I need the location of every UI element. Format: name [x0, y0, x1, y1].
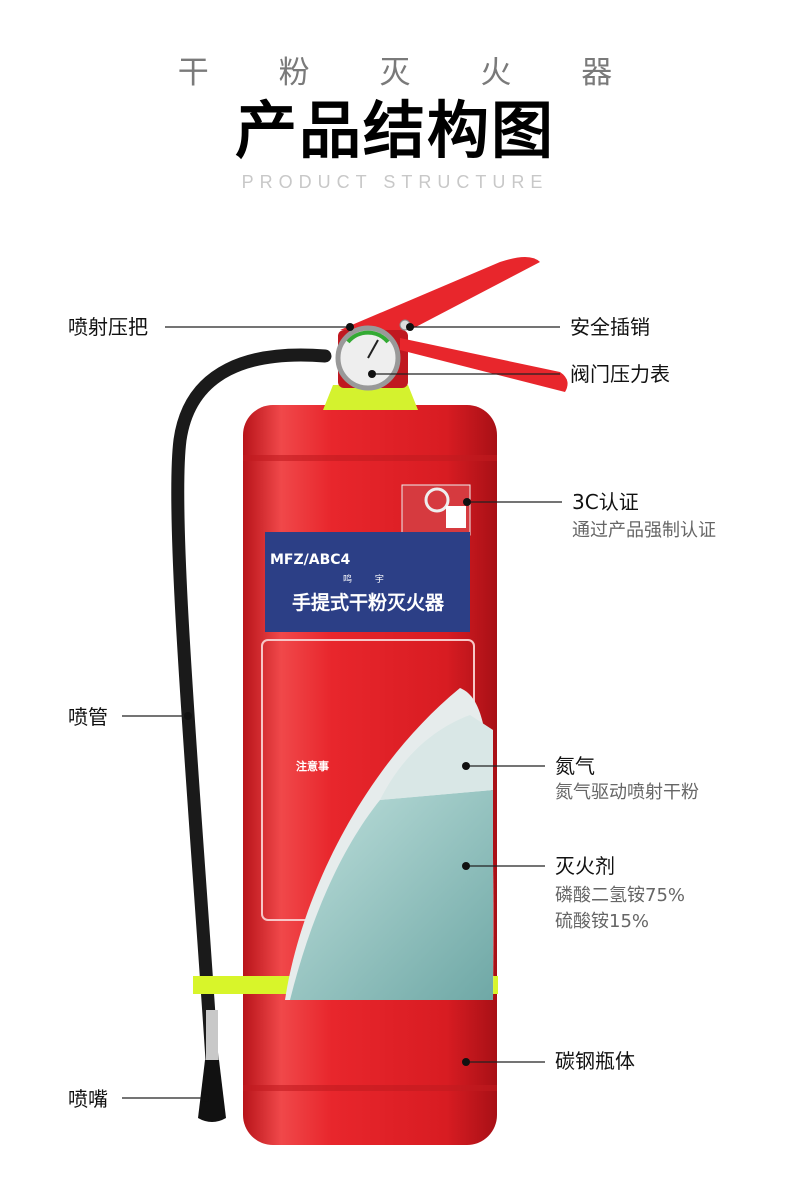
- label-agent: 灭火剂: [555, 854, 615, 878]
- desc-agent-2: 硫酸铵15%: [555, 911, 650, 932]
- product-name-text: 手提式干粉灭火器: [291, 592, 444, 614]
- nozzle: [198, 1060, 226, 1122]
- label-hose: 喷管: [68, 705, 108, 729]
- label-cylinder: 碳钢瓶体: [555, 1049, 635, 1073]
- label-cert: 3C认证: [572, 490, 639, 514]
- body-rim-bottom: [243, 1085, 497, 1091]
- nitrogen-dot: [462, 762, 470, 770]
- desc-agent-1: 磷酸二氢铵75%: [555, 885, 686, 906]
- cylinder-dot: [462, 1058, 470, 1066]
- gauge-green-zone: [346, 330, 390, 344]
- subtitle: 干 粉 灭 火 器: [177, 55, 643, 91]
- model-text: MFZ/ABC4: [270, 552, 351, 568]
- neck: [323, 385, 418, 410]
- label-gauge: 阀门压力表: [570, 362, 670, 386]
- nitrogen-space: [380, 715, 493, 800]
- cert-dot: [463, 498, 471, 506]
- cert-logo-icon: [424, 487, 450, 513]
- hose-dot: [184, 712, 192, 720]
- label-safety-pin: 安全插销: [570, 315, 650, 339]
- bottom-lever: [400, 338, 568, 392]
- desc-nitrogen: 氮气驱动喷射干粉: [555, 782, 699, 803]
- qr-code-icon: [446, 506, 466, 528]
- dry-powder-agent: [290, 790, 493, 1000]
- english-title: PRODUCT STRUCTURE: [241, 172, 549, 192]
- gauge-dot: [368, 370, 376, 378]
- pin-dot: [406, 323, 414, 331]
- product-label-panel: [265, 532, 470, 632]
- handle-dot: [346, 323, 354, 331]
- handle-lever: [340, 257, 540, 330]
- page-title: 产品结构图: [234, 94, 555, 167]
- caution-text: 注意事: [296, 760, 329, 773]
- agent-dot: [462, 862, 470, 870]
- label-handle: 喷射压把: [68, 315, 148, 339]
- desc-cert: 通过产品强制认证: [572, 520, 716, 541]
- body-rim-top: [243, 455, 497, 461]
- hose: [171, 348, 332, 1067]
- brand-text: 鸣 宇: [343, 575, 394, 585]
- nozzle-dot: [201, 1094, 209, 1102]
- label-nitrogen: 氮气: [555, 754, 595, 778]
- hose-ferrule: [206, 1010, 218, 1060]
- gauge-needle: [367, 339, 379, 359]
- label-nozzle: 喷嘴: [68, 1087, 108, 1111]
